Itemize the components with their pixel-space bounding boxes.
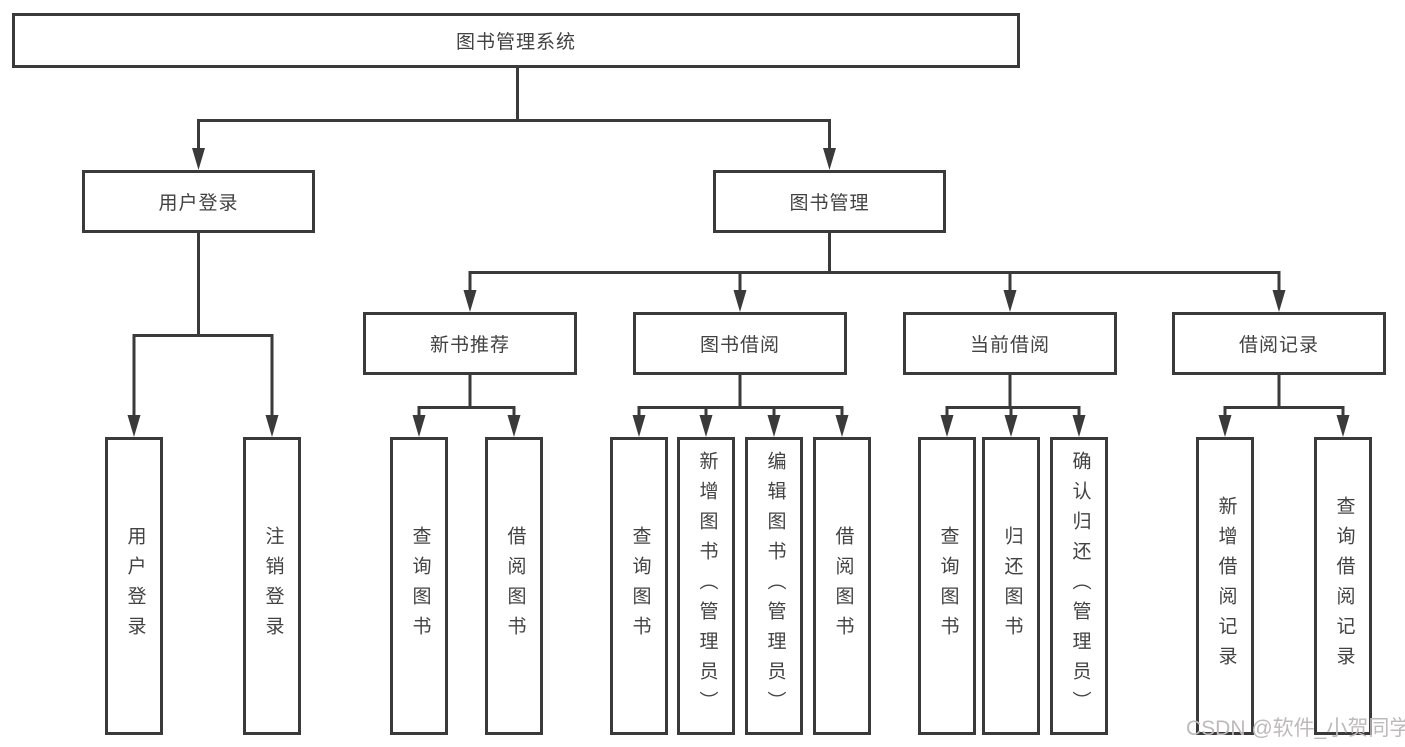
node-user-login: 用户登录: [82, 170, 315, 233]
node-label: 借阅图书: [832, 526, 854, 646]
node-label: 图书借阅: [699, 335, 780, 356]
node-query-books-recommend: 查询图书: [390, 437, 448, 735]
node-label: 查询借阅记录: [1333, 496, 1355, 676]
node-label: 用户登录: [124, 526, 146, 646]
node-label: 查询图书: [409, 526, 431, 646]
node-label: 编辑图书（管理员）: [764, 451, 786, 721]
node-query-borrow-record: 查询借阅记录: [1314, 437, 1372, 735]
node-label: 确认归还（管理员）: [1069, 451, 1091, 721]
node-book-borrowing: 图书借阅: [633, 312, 847, 375]
node-return-books: 归还图书: [982, 437, 1040, 735]
node-current-borrowing: 当前借阅: [903, 312, 1117, 375]
node-label: 当前借阅: [969, 335, 1050, 356]
node-borrow-books-borrow: 借阅图书: [813, 437, 871, 735]
node-label: 新增图书（管理员）: [696, 451, 718, 721]
node-label: 新书推荐: [429, 335, 510, 356]
connector-shafts: [132, 66, 1345, 419]
node-borrow-books-recommend: 借阅图书: [485, 437, 543, 735]
node-label: 图书管理: [789, 193, 870, 214]
node-borrowing-records: 借阅记录: [1172, 312, 1386, 375]
node-label: 注销登录: [262, 526, 284, 646]
watermark: CSDN @软件_小贺同学: [1186, 717, 1405, 740]
node-label: 归还图书: [1001, 526, 1023, 646]
node-label: 新增借阅记录: [1215, 496, 1237, 676]
node-new-book-recommendation: 新书推荐: [363, 312, 577, 375]
node-label: 借阅记录: [1238, 335, 1319, 356]
node-label: 查询图书: [629, 526, 651, 646]
node-edit-books-admin: 编辑图书（管理员）: [745, 437, 803, 735]
node-add-borrow-record: 新增借阅记录: [1196, 437, 1254, 735]
node-confirm-return-admin: 确认归还（管理员）: [1050, 437, 1108, 735]
node-book-management: 图书管理: [713, 170, 946, 233]
node-label: 图书管理系统: [455, 32, 576, 53]
node-label: 用户登录: [158, 193, 239, 214]
node-add-books-admin: 新增图书（管理员）: [677, 437, 735, 735]
node-label: 借阅图书: [504, 526, 526, 646]
connector-arrowheads: [127, 148, 1350, 437]
node-user-login-action: 用户登录: [105, 437, 163, 735]
node-query-books-borrow: 查询图书: [610, 437, 668, 735]
node-query-books-current: 查询图书: [918, 437, 976, 735]
node-library-management-system: 图书管理系统: [12, 13, 1020, 68]
node-logout-action: 注销登录: [243, 437, 301, 735]
node-label: 查询图书: [937, 526, 959, 646]
